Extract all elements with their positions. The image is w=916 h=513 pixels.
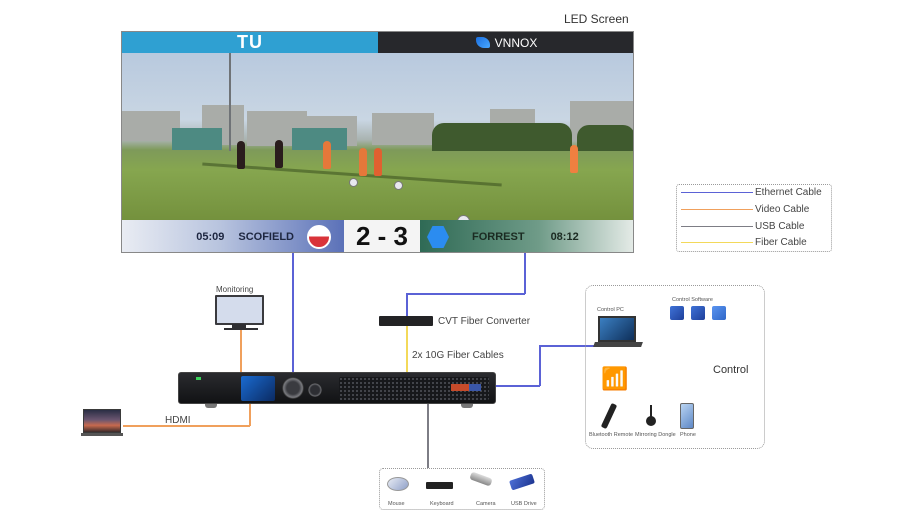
mirroring-dongle-icon [646, 416, 656, 426]
right-time: 08:12 [550, 230, 579, 243]
peripherals-group: Mouse Keyboard Camera USB Drive [379, 468, 545, 510]
fiber-cables-label: 2x 10G Fiber Cables [412, 350, 504, 361]
soccer-field-image [122, 53, 633, 228]
left-time: 05:09 [196, 230, 225, 243]
legend-item-video: Video Cable [681, 204, 809, 215]
knob-icon [282, 377, 304, 399]
banner-right: VNNOX [378, 32, 633, 53]
led-screen: TU VNNOX 05:09 SCOFIELD 2 - 3 [121, 31, 634, 253]
bluetooth-remote-label: Bluetooth Remote [589, 432, 634, 438]
cable-legend: Ethernet Cable Video Cable USB Cable Fib… [676, 184, 832, 252]
converter-label: CVT Fiber Converter [438, 316, 531, 327]
device-foot [205, 404, 217, 408]
fiber-swatch [681, 241, 753, 244]
control-title: Control [713, 364, 749, 376]
ethernet-cable-screen-to-processor [292, 253, 294, 372]
power-led-icon [196, 377, 201, 380]
phone-label: Phone [680, 432, 696, 438]
legend-item-fiber: Fiber Cable [681, 237, 807, 248]
control-pc-label: Control PC [597, 307, 624, 313]
vent-grill [339, 377, 489, 400]
ethernet-cable-control-v [539, 345, 541, 386]
software-icon-2 [691, 306, 705, 320]
software-icon-3 [712, 306, 726, 320]
hdmi-label: HDMI [165, 415, 191, 426]
keyboard-label: Keyboard [430, 501, 454, 507]
legend-item-usb: USB Cable [681, 221, 804, 232]
legend-label: Video Cable [755, 204, 810, 215]
monitor-icon [215, 295, 264, 325]
legend-label: Ethernet Cable [755, 187, 822, 198]
laptop-base [81, 433, 123, 436]
scofield-badge-icon [307, 225, 331, 249]
device-foot [461, 404, 473, 408]
vnnox-logo-icon [475, 37, 490, 48]
keyboard-icon [426, 482, 453, 489]
control-pc-base [593, 342, 643, 347]
brand-badge [451, 384, 481, 391]
banner-right-label: VNNOX [494, 35, 538, 50]
phone-icon [680, 403, 694, 429]
monitor-stand [232, 324, 246, 328]
mouse-icon [387, 477, 409, 491]
wifi-icon: 📶 [601, 366, 629, 391]
legend-item-ethernet: Ethernet Cable [681, 187, 822, 198]
ethernet-cable-control-h1 [496, 385, 540, 387]
usb-swatch [681, 225, 753, 228]
usb-cable-peripherals [427, 404, 429, 468]
monitoring-label: Monitoring [216, 285, 254, 294]
control-pc-icon [598, 316, 636, 342]
left-team: SCOFIELD [238, 230, 294, 243]
mouse-label: Mouse [388, 501, 405, 507]
ethernet-cable-screen-to-converter-h [406, 293, 525, 295]
bluetooth-remote-icon [600, 402, 618, 430]
control-group: Control Software Control PC 📶 Control Bl… [585, 285, 765, 449]
fiber-cable [406, 326, 408, 372]
ethernet-cable-converter-drop [406, 293, 408, 316]
right-team: FORREST [472, 230, 525, 243]
ethernet-swatch [681, 191, 753, 194]
fiber-converter-icon [379, 316, 433, 326]
camera-label: Camera [476, 501, 496, 507]
software-icon-1 [670, 306, 684, 320]
usb-drive-icon [509, 473, 535, 491]
led-screen-title: LED Screen [564, 12, 629, 26]
score: 2 - 3 [344, 220, 420, 252]
camera-icon [469, 471, 493, 487]
ethernet-cable-control-h2 [539, 345, 597, 347]
source-laptop-icon [83, 409, 121, 433]
video-cable-monitoring [240, 330, 242, 372]
small-knob-icon [308, 383, 322, 397]
front-panel-screen [241, 376, 275, 401]
light-pole [229, 53, 231, 151]
banner-left: TU [122, 32, 378, 53]
monitor-base [224, 328, 258, 330]
usb-drive-label: USB Drive [511, 501, 537, 507]
legend-label: USB Cable [755, 221, 805, 232]
video-swatch [681, 208, 753, 211]
scoreboard: 05:09 SCOFIELD 2 - 3 FORREST 08:12 [122, 220, 633, 252]
forrest-badge-icon [427, 226, 449, 248]
legend-label: Fiber Cable [755, 237, 807, 248]
video-cable-hdmi-v [249, 404, 251, 426]
video-processor-device [178, 372, 496, 408]
ethernet-cable-screen-to-converter-v [524, 253, 526, 294]
control-software-label: Control Software [672, 297, 713, 303]
video-cable-hdmi-h [123, 425, 250, 427]
mirroring-dongle-label: Mirroring Dongle [635, 432, 676, 438]
dongle-cord [650, 405, 652, 417]
